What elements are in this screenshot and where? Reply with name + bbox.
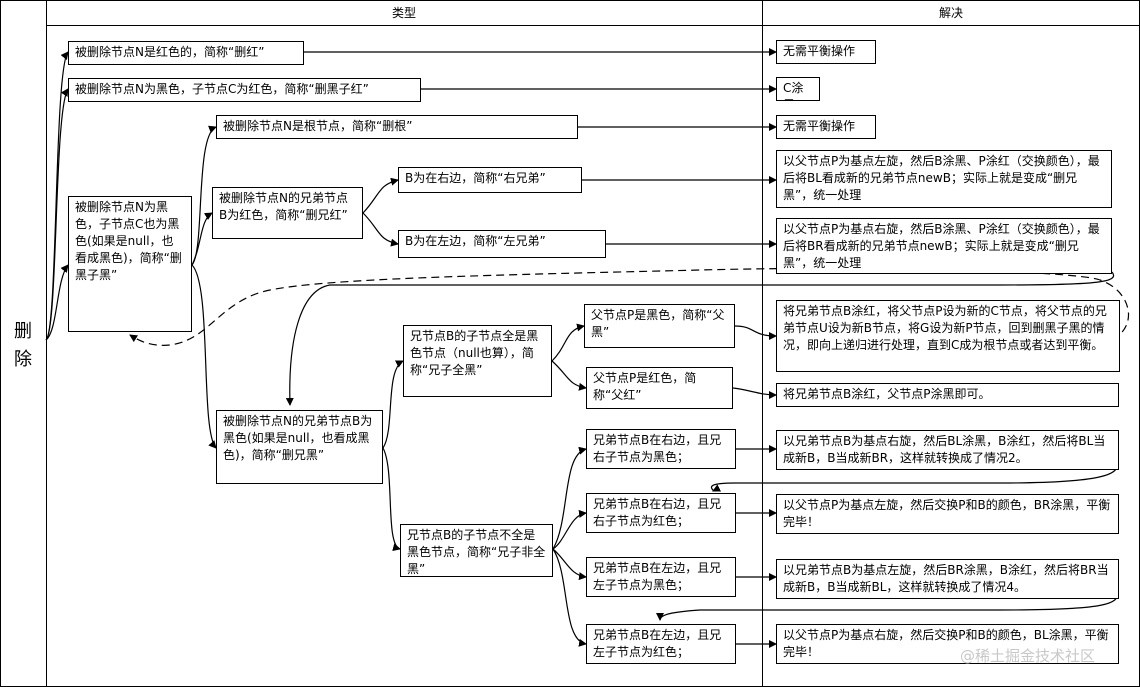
edge-n10-s6 [734, 325, 777, 340]
solution-rotate-left-red-sibling: 以父节点P为基点左旋，然后B涂黑、P涂红（交换颜色），最后将BL看成新的兄弟节点… [776, 150, 1112, 208]
node-delete-root: 被删除节点N是根节点，简称“删根” [216, 115, 578, 139]
edge-n8-n12 [382, 447, 401, 552]
edge-n12-n15 [552, 548, 587, 581]
node-sibling-black: 被删除节点N的兄弟节点B为黑色(如果是null，也看成黑色)，简称“删兄黑” [216, 410, 383, 484]
node-parent-red: 父节点P是红色，简称“父红” [586, 367, 733, 409]
edge-s8-n14 [711, 459, 1118, 492]
node-left-sibling: B为在左边，简称“左兄弟” [398, 230, 606, 258]
node-delete-black-child-red: 被删除节点N为黑色，子节点C为红色，简称“删黑子红” [68, 78, 421, 102]
edge-n12-n13 [552, 446, 587, 550]
node-sibling-red: 被删除节点N的兄弟节点B为红色，简称“删兄红” [212, 187, 363, 239]
edge-n3-n8 [191, 264, 217, 449]
edge-s10-n16 [656, 589, 1118, 621]
node-left-sibling-left-child-red: 兄弟节点B在左边，且兄左子节点为红色； [586, 624, 736, 664]
edge-n12-n16 [552, 548, 587, 647]
node-sibling-children-all-black: 兄节点B的子节点全是黑色节点（null也算），简称“兄子全黑” [403, 325, 552, 397]
node-right-sibling: B为在右边，简称“右兄弟” [398, 167, 582, 193]
solution-no-balance-2: 无需平衡操作 [776, 115, 876, 139]
column-divider-left [46, 0, 47, 687]
solution-right-rotate-finish: 以父节点P为基点右旋，然后交换P和B的颜色，BL涂黑，平衡完毕！ [776, 624, 1119, 664]
node-right-sibling-right-child-red: 兄弟节点B在右边，且兄右子节点为红色； [586, 493, 736, 533]
node-delete-black-child-black: 被删除节点N为黑色，子节点C也为黑色(如果是null，也看成黑色)，简称“删黑子… [68, 196, 192, 332]
column-divider-right [762, 0, 763, 687]
node-delete-red: 被删除节点N是红色的，简称“删红” [68, 41, 304, 65]
edge-s6-n3-dashed [129, 267, 1130, 346]
solution-recurse-up: 将兄弟节点B涂红，将父节点P设为新的C节点，将父节点的兄弟节点U设为新B节点，将… [776, 300, 1120, 372]
solution-paint-sibling-red-parent-black: 将兄弟节点B涂红，父节点P涂黑即可。 [776, 383, 1119, 407]
solution-no-balance-1: 无需平衡操作 [776, 40, 876, 64]
solution-left-rotate-finish: 以父节点P为基点左旋，然后交换P和B的颜色，BR涂黑，平衡完毕！ [776, 494, 1119, 534]
column-header-type: 类型 [391, 6, 416, 20]
edge-n9-n11 [551, 360, 587, 391]
column-header-solution: 解决 [938, 6, 963, 20]
solution-paint-c-black: C涂黑 [776, 77, 820, 101]
edge-n8-n9 [382, 360, 404, 449]
edge-n5-n7 [362, 212, 399, 247]
watermark: @稀土掘金技术社区 [960, 647, 1096, 665]
edge-s5-n8 [285, 271, 1115, 406]
solution-rotate-right-red-sibling: 以父节点P为基点右旋，然后B涂黑、P涂红（交换颜色），最后将BR看成新的兄弟节点… [776, 218, 1112, 274]
header-divider [46, 25, 1140, 26]
node-sibling-children-not-all-black: 兄节点B的子节点不全是黑色节点，简称“兄子非全黑” [400, 524, 553, 577]
edge-root-n2 [45, 88, 69, 341]
solution-convert-to-case-4: 以兄弟节点B为基点左旋，然后BR涂黑，B涂红，然后将BR当成新B，B当成新BL，… [776, 559, 1119, 599]
node-right-sibling-right-child-black: 兄弟节点B在右边，且兄右子节点为黑色； [586, 429, 736, 469]
edge-root-n3 [45, 264, 69, 341]
edge-n3-n5 [191, 212, 213, 266]
solution-convert-to-case-2: 以兄弟节点B为基点右旋，然后BL涂黑，B涂红，然后将BL当成新B，B当成新BR，… [776, 430, 1119, 470]
edge-n9-n10 [551, 323, 585, 362]
node-left-sibling-left-child-black: 兄弟节点B在左边，且兄左子节点为黑色； [586, 557, 736, 597]
edge-n12-n14 [552, 509, 587, 550]
edge-n5-n6 [362, 177, 399, 214]
node-parent-black: 父节点P是黑色，简称“父黑” [584, 304, 735, 348]
edge-n11-s7 [732, 387, 777, 399]
row-header-delete: 删 除 [14, 321, 32, 370]
